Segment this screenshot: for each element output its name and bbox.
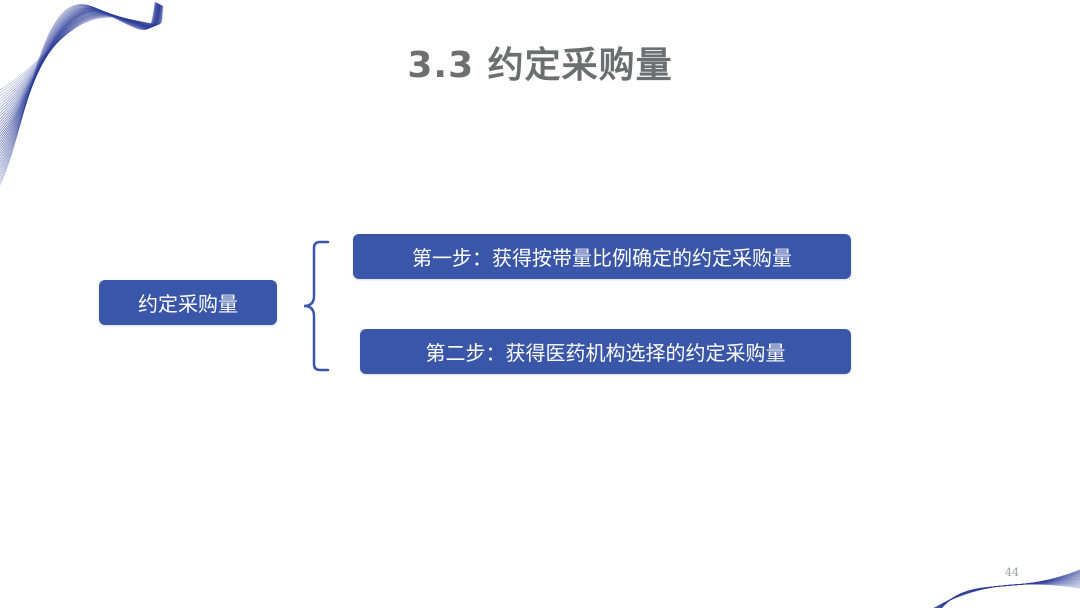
step-two-node: 第二步：获得医药机构选择的约定采购量 xyxy=(360,329,851,374)
wave-line xyxy=(939,573,1080,608)
wave-line xyxy=(0,1,156,186)
wave-line xyxy=(937,576,1080,608)
wave-line xyxy=(939,574,1080,608)
wave-line xyxy=(936,580,1080,608)
wave-line xyxy=(936,579,1080,608)
wave-line xyxy=(938,575,1080,608)
wave-line xyxy=(0,2,157,177)
wave-line xyxy=(938,575,1080,608)
wave-line xyxy=(933,583,1080,608)
wave-line xyxy=(936,579,1080,608)
wave-line xyxy=(935,582,1080,608)
wave-line xyxy=(934,583,1080,608)
step-one-node: 第一步：获得按带量比例确定的约定采购量 xyxy=(353,234,851,279)
wave-line xyxy=(933,583,1080,608)
root-node-label: 约定采购量 xyxy=(138,292,238,316)
wave-line xyxy=(935,581,1080,608)
wave-line xyxy=(933,583,1080,608)
wave-line xyxy=(937,577,1080,608)
wave-line xyxy=(0,2,156,183)
step-two-label: 第二步：获得医药机构选择的约定采购量 xyxy=(425,341,786,365)
wave-line xyxy=(934,583,1080,608)
wave-line xyxy=(0,2,156,180)
wave-line xyxy=(934,583,1080,608)
wave-line xyxy=(935,582,1080,608)
root-node: 约定采购量 xyxy=(99,280,277,325)
wave-line xyxy=(937,578,1080,608)
curly-brace-connector xyxy=(303,240,330,372)
wave-decoration-top-left xyxy=(0,1,164,186)
page-number: 44 xyxy=(1005,566,1019,579)
step-one-label: 第一步：获得按带量比例确定的约定采购量 xyxy=(412,246,792,270)
slide-title: 3.3 约定采购量 xyxy=(407,45,673,86)
